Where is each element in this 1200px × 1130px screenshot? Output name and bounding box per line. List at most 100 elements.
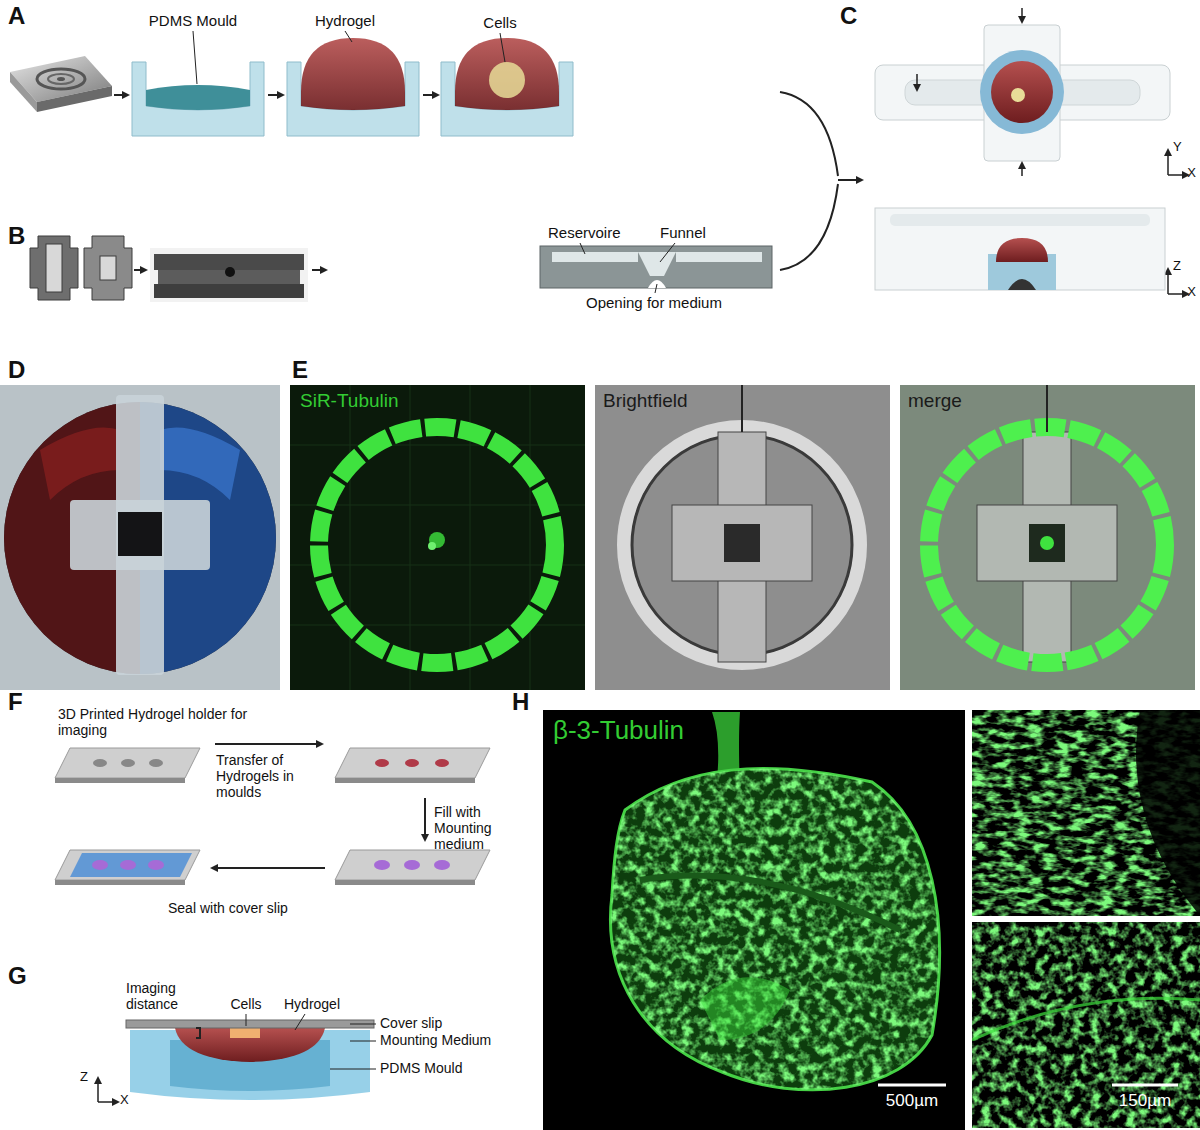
microscopy-image-part — [972, 922, 1200, 1128]
annotation-label: PDMS Mould — [149, 12, 237, 29]
annotation-label: Imaging distance — [126, 980, 196, 1012]
flow-arrow-part — [114, 94, 128, 96]
merged-image-part — [977, 505, 1117, 581]
panel-letter: C — [840, 2, 857, 30]
cells-in-hydrogel — [441, 38, 573, 136]
microscopy-image-part — [972, 710, 1200, 916]
fluorescence-image-part — [290, 385, 585, 690]
fluorescence-image-part — [319, 427, 555, 663]
imaging-slide-part — [120, 860, 136, 870]
annotation-label: Cover slip — [380, 1015, 442, 1031]
panel-letter: E — [292, 356, 308, 384]
axis-arrows-part — [1168, 293, 1188, 295]
microscopy-image-part — [700, 977, 790, 1040]
axis-label: Z — [1173, 259, 1181, 274]
panel-letter: D — [8, 356, 25, 384]
leader-line-part — [655, 284, 657, 293]
axis-arrows-part — [1167, 269, 1169, 294]
imaging-slide-part — [375, 759, 389, 767]
axis-arrows — [98, 1078, 118, 1102]
device-photograph-part — [118, 512, 162, 556]
axis-label: X — [120, 1093, 129, 1108]
mould-master-block-part — [57, 77, 65, 81]
imaging-slide-part — [55, 880, 185, 885]
device-photo-part — [154, 284, 304, 298]
imaging-slide-part — [55, 748, 200, 778]
mounting-cross-section — [126, 1020, 374, 1100]
imaging-distance-bracket — [196, 1028, 200, 1038]
imaging-slide-part — [335, 778, 475, 783]
assembled-device-side-view-part — [890, 214, 1150, 226]
merged-image-part — [1040, 536, 1054, 550]
annotation-label: Transfer of Hydrogels in moulds — [216, 752, 328, 800]
leader-line-part — [350, 1024, 376, 1025]
axis-label: X — [1187, 285, 1196, 300]
imaging-slide-part — [121, 759, 135, 767]
annotation-label: Opening for medium — [586, 294, 722, 311]
imaging-slide — [55, 748, 490, 885]
leader-line-part — [330, 1069, 376, 1070]
imaging-slide-part — [149, 759, 163, 767]
leader-line-part — [660, 243, 675, 262]
annotation-label: Fill with Mounting medium — [434, 804, 530, 852]
assembled-device-side-view-part — [875, 208, 1165, 290]
device-cross-section-part — [552, 252, 638, 262]
device-photograph-part — [116, 395, 164, 675]
leader-line — [246, 1014, 376, 1069]
microscopy-image-part-part — [543, 710, 965, 1130]
device-photo — [150, 248, 308, 302]
imaging-slide-part — [335, 880, 475, 885]
imaging-slide-part — [55, 778, 185, 783]
mould-master-block — [10, 56, 112, 112]
brightfield-image-part — [718, 432, 766, 662]
imaging-slide-part — [335, 748, 490, 778]
brightfield-image-part — [672, 505, 812, 581]
merged-image — [900, 385, 1195, 690]
hydrogel-in-mould-part — [301, 38, 405, 110]
cells-in-hydrogel-part — [489, 62, 525, 98]
annotation-label: Seal with cover slip — [168, 900, 288, 916]
flow-arrow-part — [312, 269, 326, 271]
mould-master-block-part — [37, 86, 112, 112]
flow-arrow-part — [215, 743, 322, 745]
printed-parts-part — [100, 256, 116, 280]
flow-direction-arrow-part — [1021, 8, 1023, 22]
imaging-distance-bracket-part — [196, 1028, 200, 1038]
scale-bar-label: 150µm — [1119, 1091, 1171, 1111]
leader-line-part — [193, 31, 197, 84]
leader-line — [580, 243, 675, 293]
merged-image-part — [1023, 432, 1071, 662]
annotation-label: Mounting Medium — [380, 1032, 491, 1048]
device-cross-section-part — [676, 252, 762, 262]
fluorescence-image-part — [428, 542, 436, 550]
microscopy-image-part — [543, 710, 965, 1130]
panel-letter: B — [8, 222, 25, 250]
imaging-slide-part — [148, 860, 164, 870]
pdms-mould-part — [132, 62, 264, 136]
panel-letter: G — [8, 962, 27, 990]
mould-master-block-part — [10, 72, 37, 112]
device-photo-part — [150, 248, 308, 302]
leader-line-part — [345, 31, 352, 42]
microscopy-image — [543, 710, 1200, 1130]
axis-label: Y — [1173, 140, 1182, 155]
microscopy-image-part-part — [972, 922, 1200, 1128]
microscopy-image-part-part — [972, 710, 1200, 916]
device-photograph-part — [40, 428, 120, 501]
assembled-device-side-view — [875, 208, 1165, 290]
flow-direction-arrow — [917, 8, 1022, 176]
fluorescence-image-part — [290, 385, 585, 690]
annotation-label: Cells — [483, 14, 516, 31]
annotation-label: Cells — [230, 996, 261, 1012]
printed-parts — [30, 236, 132, 300]
leader-line — [193, 31, 505, 84]
axis-arrows-part — [97, 1078, 99, 1102]
panel-letter: F — [8, 688, 23, 716]
assembled-device-top-view — [875, 25, 1170, 161]
axis-label: Z — [80, 1070, 88, 1085]
brightfield-image-part — [741, 385, 743, 432]
printed-parts-part — [84, 236, 132, 300]
axis-arrows — [1168, 150, 1188, 294]
